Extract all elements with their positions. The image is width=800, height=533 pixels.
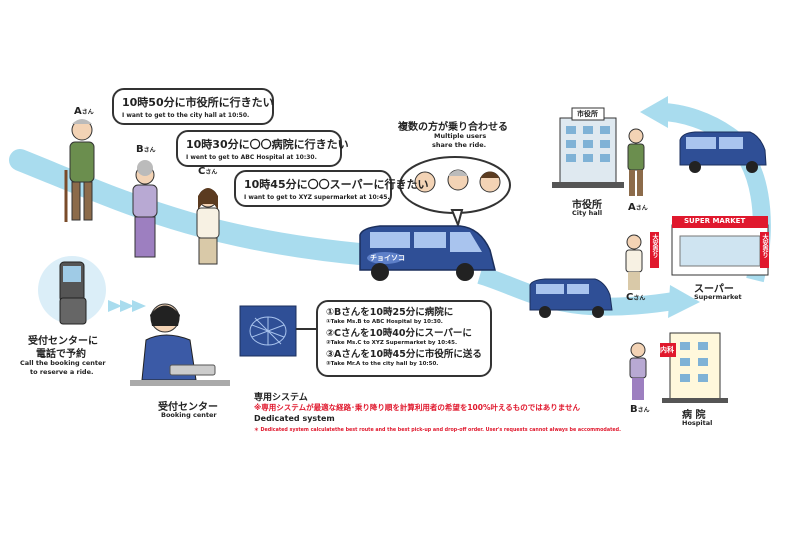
person-b-figure: [132, 160, 158, 258]
phone-text-jp-1: 受付センターに: [28, 336, 98, 347]
bubble-b-en: I went to get to ABC Hospital at 10:30.: [186, 154, 317, 161]
bubble-c-en: I want to get to XYZ supermarket at 10:4…: [244, 194, 390, 201]
hospital-jp: 病 院: [682, 410, 706, 421]
bubble-a-jp: 10時50分に市役所に行きたい: [122, 96, 274, 109]
city-hall-jp: 市役所: [572, 200, 602, 211]
mobile-phone: [38, 256, 106, 325]
system-note-en: ＊ Dedicated system calculatethe best rou…: [254, 428, 621, 433]
label-b2-letter: B: [630, 404, 638, 415]
label-b-at-hospital: Bさん: [630, 404, 650, 415]
label-a-letter: A: [74, 106, 82, 117]
label-c-at-supermarket: Cさん: [626, 292, 645, 303]
main-van: [359, 225, 496, 281]
label-c-san: さん: [205, 169, 218, 176]
person-b-at-hospital: [629, 342, 647, 400]
system-title-en: Dedicated system: [254, 414, 335, 423]
system-plan-tail: [296, 328, 316, 330]
plan-step-2-en: ②Take Ms.C to XYZ Supermarket by 10:45.: [326, 340, 458, 346]
top-van: [679, 131, 767, 173]
city-hall-en: City hall: [572, 209, 603, 217]
hospital-sign: 内科: [660, 346, 674, 354]
label-a-san: さん: [81, 109, 94, 116]
plan-step-1-jp: ①Bさんを10時25分に病院に: [326, 307, 454, 318]
bubble-a-en: I want to get to the city hall at 10:50.: [122, 112, 250, 119]
booking-center-en: Booking center: [161, 411, 217, 419]
label-a2-san: さん: [635, 205, 648, 212]
supermarket-sign: SUPER MARKET: [684, 217, 746, 225]
phone-text-en-2: to reserve a ride.: [30, 368, 94, 376]
small-van: [529, 278, 613, 318]
rideshare-title-jp: 複数の方が乗り合わせる: [398, 122, 508, 133]
speech-bubble-b: 10時30分に〇〇病院に行きたい I went to get to ABC Ho…: [176, 130, 349, 167]
person-a-figure: [64, 119, 95, 222]
rideshare-en-line2: share the ride.: [432, 141, 487, 149]
label-c2-san: さん: [633, 295, 646, 302]
speech-bubble-a: 10時50分に市役所に行きたい I want to get to the cit…: [112, 88, 274, 125]
system-title-jp: 専用システム: [254, 393, 308, 403]
plan-step-3-en: ③Take Mr.A to the city hall by 10:50.: [326, 361, 439, 367]
supermarket-building: [650, 216, 769, 276]
person-c-figure: [196, 188, 220, 265]
call-wave-icons: [108, 300, 146, 312]
label-person-c: Cさん: [198, 166, 217, 177]
phone-text-en-1: Call the booking center: [20, 359, 106, 367]
city-hall-building: [552, 107, 624, 188]
speech-bubble-c: 10時45分に〇〇スーパーに行きたい I want to get to XYZ …: [234, 170, 429, 207]
van-logo: チョイソコ: [370, 254, 405, 262]
supermarket-flag-right: 大安売り: [761, 234, 768, 258]
label-person-b: Bさん: [136, 144, 156, 155]
flow-arrowhead-left: [640, 96, 668, 128]
booking-operator: [130, 303, 230, 386]
bubble-b-jp: 10時30分に〇〇病院に行きたい: [186, 138, 349, 151]
city-hall-sign: 市役所: [577, 110, 598, 118]
plan-step-3-jp: ③Aさんを10時45分に市役所に送る: [326, 349, 482, 360]
supermarket-flag-left: 大安売り: [651, 234, 658, 258]
bubble-c-jp: 10時45分に〇〇スーパーに行きたい: [244, 178, 429, 191]
flow-arrowhead-right: [668, 285, 700, 318]
hospital-building: [660, 332, 728, 403]
supermarket-jp: スーパー: [694, 284, 734, 295]
booking-center-jp: 受付センター: [158, 402, 218, 413]
dispatch-plan-bubble: ①Bさんを10時25分に病院に ①Take Ms.B to ABC Hospit…: [316, 300, 492, 377]
plan-step-2-jp: ②Cさんを10時40分にスーパーに: [326, 328, 472, 339]
rideshare-en-line1: Multiple users: [434, 132, 487, 140]
label-a2-letter: A: [628, 202, 636, 213]
hospital-en: Hospital: [682, 419, 713, 427]
rideshare-people: [414, 169, 501, 193]
system-note-jp: ※専用システムが最適な経路･乗り降り順を計算利用者の希望を100%叶えるものでは…: [254, 403, 581, 412]
network-system-icon: [239, 305, 297, 357]
phone-text-jp-2: 電話で予約: [36, 349, 86, 360]
label-person-a: Aさん: [74, 106, 94, 117]
flow-arrow-main: [9, 149, 381, 266]
person-a-at-city-hall: [627, 128, 645, 196]
label-a-at-city-hall: Aさん: [628, 202, 648, 213]
person-c-at-supermarket: [625, 234, 643, 290]
rideshare-bubble-tail: [450, 209, 464, 229]
label-c2-letter: C: [626, 292, 634, 303]
label-c-letter: C: [198, 166, 206, 177]
label-b-san: さん: [143, 147, 156, 154]
supermarket-en: Supermarket: [694, 293, 742, 301]
label-b2-san: さん: [637, 407, 650, 414]
label-b-letter: B: [136, 144, 144, 155]
plan-step-1-en: ①Take Ms.B to ABC Hospital by 10:30.: [326, 319, 443, 325]
